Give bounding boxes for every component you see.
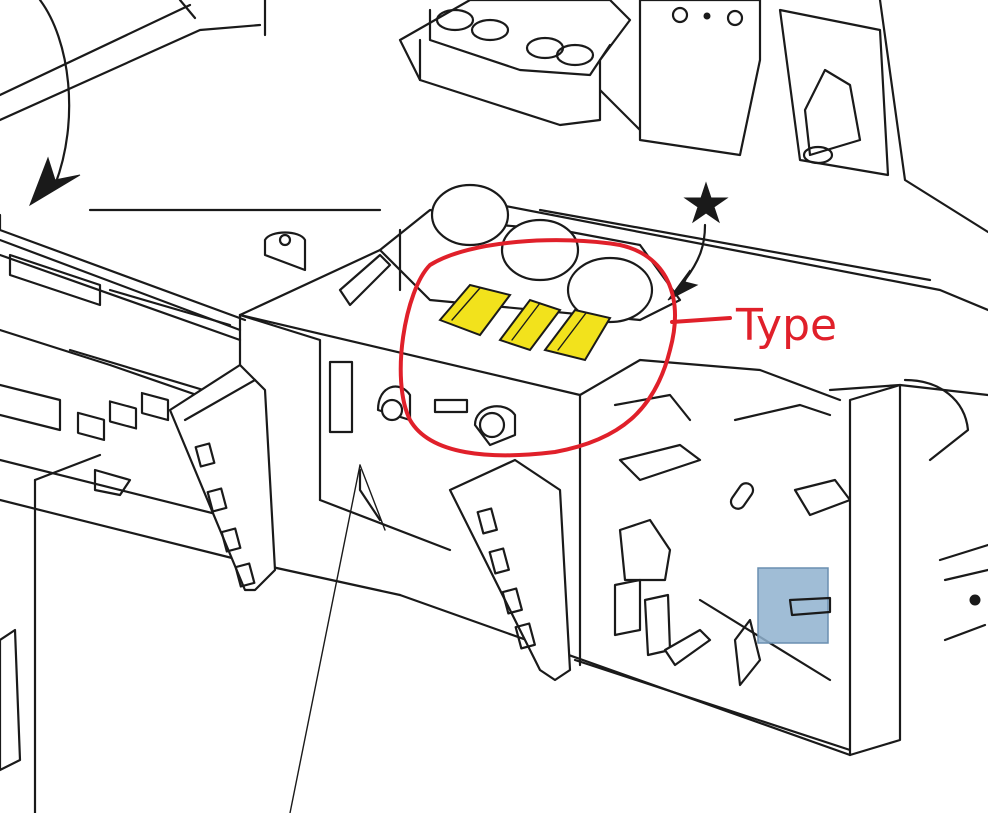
star-icon: [683, 181, 729, 224]
right-ladder-clip: [448, 458, 572, 682]
leader-line: [289, 464, 386, 813]
round-connectors: [376, 385, 517, 447]
terminal-block: [398, 0, 632, 127]
slide-switch-group: [438, 283, 612, 362]
curved-arrow: [29, 0, 81, 207]
annotation-label: Type: [735, 300, 837, 351]
blue-marker: [757, 567, 829, 644]
mounting-bracket: [778, 8, 890, 177]
center-module: [238, 313, 452, 552]
right-module: [613, 378, 988, 757]
switch-module: [638, 0, 762, 157]
left-ladder-clip: [168, 363, 277, 592]
drum-assembly: [338, 183, 682, 324]
arrow-icon: [29, 156, 81, 207]
star-marker: [667, 181, 729, 301]
annotation-leader: [670, 316, 732, 324]
annotation-circle: [398, 238, 677, 458]
